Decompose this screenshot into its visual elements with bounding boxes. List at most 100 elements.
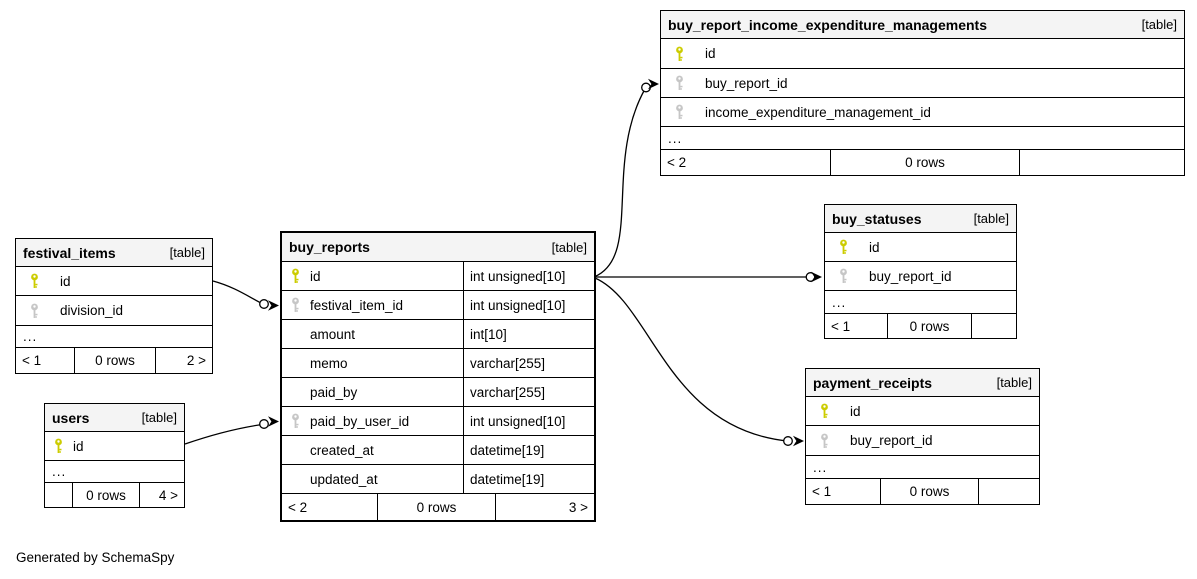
- footer-parents-count: < 1: [825, 314, 888, 338]
- footer-children-count: 3 >: [568, 499, 588, 515]
- column-name: paid_by_user_id: [310, 413, 410, 429]
- edge-arrow-icon: [268, 416, 279, 427]
- footer-row-count: 0 rows: [888, 314, 972, 338]
- foreign-key-icon: [29, 303, 40, 319]
- table-header: payment_receipts [table]: [806, 369, 1039, 397]
- column-row: paid_by_user_id int unsigned[10]: [282, 407, 594, 436]
- footer-parents-count: < 2: [282, 494, 378, 520]
- table-type-badge: [table]: [551, 239, 587, 255]
- primary-key-icon: [290, 268, 301, 284]
- table-type-badge: [table]: [996, 375, 1032, 390]
- footer-parents-count: [45, 483, 73, 507]
- column-row: buy_report_id: [825, 262, 1016, 291]
- table-buy_reports[interactable]: buy_reports [table] id int unsigned[10] …: [280, 231, 596, 522]
- footer-parents-count: < 1: [16, 348, 75, 373]
- table-title: users: [52, 409, 90, 426]
- table-payment_receipts[interactable]: payment_receipts [table] id buy_report_i…: [805, 368, 1040, 505]
- table-header: buy_reports [table]: [282, 233, 594, 262]
- column-type: int unsigned[10]: [463, 291, 594, 319]
- footer-children-count: 2 >: [186, 353, 206, 368]
- column-type: varchar[255]: [463, 349, 594, 377]
- table-title: buy_report_income_expenditure_management…: [668, 16, 987, 33]
- columns-ellipsis: ...: [661, 127, 1184, 150]
- column-row: festival_item_id int unsigned[10]: [282, 291, 594, 320]
- column-row: buy_report_id: [661, 69, 1184, 98]
- footer-row-count: 0 rows: [881, 479, 979, 504]
- table-footer: < 1 0 rows: [806, 479, 1039, 504]
- edge-circle: [259, 299, 269, 309]
- footer-row-count: 0 rows: [378, 494, 496, 520]
- footer-row-count: 0 rows: [73, 483, 140, 507]
- column-type: int[10]: [463, 320, 594, 348]
- primary-key-icon: [29, 273, 40, 289]
- column-name: buy_report_id: [850, 433, 933, 448]
- table-type-badge: [table]: [1141, 17, 1177, 32]
- edge-circle: [641, 82, 651, 93]
- table-footer: < 2 0 rows 3 >: [282, 494, 594, 520]
- foreign-key-icon: [290, 413, 301, 429]
- table-footer: < 1 0 rows 2 >: [16, 348, 212, 373]
- column-name: memo: [310, 355, 348, 371]
- footer-children-count: [979, 479, 1039, 504]
- edge-arrow-icon: [268, 300, 279, 311]
- column-type: int unsigned[10]: [463, 407, 594, 435]
- column-name: buy_report_id: [869, 268, 952, 284]
- table-festival_items[interactable]: festival_items [table] id division_id ..…: [15, 238, 213, 374]
- column-name: income_expenditure_management_id: [705, 104, 931, 120]
- column-name: id: [705, 46, 716, 61]
- table-title: festival_items: [23, 244, 116, 261]
- column-row: created_at datetime[19]: [282, 436, 594, 465]
- table-header: festival_items [table]: [16, 239, 212, 267]
- foreign-key-icon: [674, 75, 685, 91]
- footer-row-count: 0 rows: [831, 150, 1020, 175]
- edge-buy_reports-to-buy_report_income_expenditure_managements: [594, 88, 646, 278]
- table-type-badge: [table]: [973, 211, 1009, 226]
- footer-row-count: 0 rows: [75, 348, 156, 373]
- table-title: buy_statuses: [832, 210, 922, 227]
- column-name: division_id: [60, 303, 124, 318]
- table-header: buy_report_income_expenditure_management…: [661, 11, 1184, 39]
- columns-ellipsis: ...: [16, 326, 212, 348]
- footer-parents-count: < 1: [806, 479, 881, 504]
- primary-key-icon: [53, 438, 64, 454]
- table-title: buy_reports: [289, 239, 370, 255]
- foreign-key-icon: [290, 297, 301, 313]
- table-buy_report_income_expenditure_managements[interactable]: buy_report_income_expenditure_management…: [660, 10, 1185, 176]
- primary-key-icon: [674, 46, 685, 62]
- column-name: updated_at: [310, 471, 378, 487]
- edge-festival_items-to-buy_reports: [212, 280, 263, 305]
- footer-children-count: 4 >: [158, 487, 178, 503]
- column-row: id: [45, 432, 184, 461]
- table-title: payment_receipts: [813, 374, 933, 391]
- column-name: buy_report_id: [705, 75, 788, 91]
- footer-children-count: [1020, 150, 1184, 175]
- generator-caption: Generated by SchemaSpy: [16, 550, 175, 565]
- foreign-key-icon: [674, 104, 685, 120]
- foreign-key-icon: [819, 433, 830, 449]
- column-name: id: [850, 403, 861, 419]
- column-type: datetime[19]: [463, 465, 594, 493]
- columns-ellipsis: ...: [45, 461, 184, 483]
- column-row: income_expenditure_management_id: [661, 98, 1184, 127]
- primary-key-icon: [819, 403, 830, 419]
- column-row: buy_report_id: [806, 426, 1039, 456]
- table-buy_statuses[interactable]: buy_statuses [table] id buy_report_id ..…: [824, 204, 1017, 339]
- column-row: memo varchar[255]: [282, 349, 594, 378]
- column-row: division_id: [16, 296, 212, 326]
- column-name: amount: [310, 326, 356, 342]
- edge-buy_reports-to-payment_receipts: [594, 277, 788, 442]
- edge-users-to-buy_reports: [184, 423, 263, 445]
- primary-key-icon: [838, 239, 849, 255]
- column-row: id int unsigned[10]: [282, 262, 594, 291]
- column-name: id: [60, 273, 71, 289]
- column-name: created_at: [310, 442, 374, 458]
- table-footer: 0 rows 4 >: [45, 483, 184, 507]
- column-name: id: [869, 239, 880, 255]
- column-row: updated_at datetime[19]: [282, 465, 594, 494]
- column-type: datetime[19]: [463, 436, 594, 464]
- column-name: paid_by: [310, 384, 358, 400]
- table-users[interactable]: users [table] id ... 0 rows 4 >: [44, 403, 185, 508]
- columns-ellipsis: ...: [806, 456, 1039, 479]
